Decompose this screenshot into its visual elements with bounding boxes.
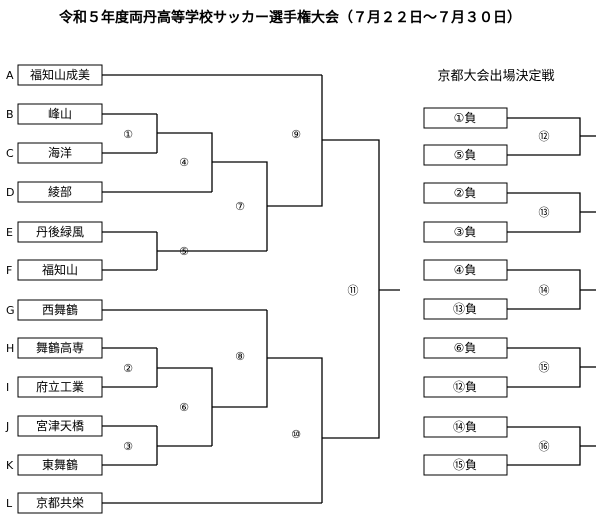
team-letter: K [6,459,14,472]
team-letter: A [6,69,14,82]
team-letter: G [6,304,15,317]
right-bracket-title: 京都大会出場決定戦 [437,69,554,84]
match-number: ② [123,362,133,375]
entry-label: ⑮負 [453,458,477,472]
entry-label: ⑫負 [453,380,477,394]
match-number: ⑬ [539,206,550,219]
left-match-labels: ① ② ③ ④ ⑤ ⑥ ⑦ ⑧ ⑨ ⑩ ⑪ [123,128,358,453]
team-name: 府立工業 [36,379,84,394]
team-letter: C [6,147,14,160]
team-letter: F [6,264,12,277]
entry-label: ⑬負 [453,302,477,316]
team-c: C 海洋 [6,142,103,164]
team-name: 京都共栄 [36,496,84,510]
match-number: ⑨ [291,128,301,141]
right-match-labels: ⑫ ⑬ ⑭ ⑮ ⑯ [539,130,550,453]
team-letter: D [6,186,14,199]
team-d: D 綾部 [6,181,103,203]
match-number: ⑪ [348,284,359,297]
right-entries: ①負 ⑤負 ②負 ③負 ④負 ⑬負 ⑥負 ⑫負 ⑭負 ⑮負 [423,107,508,476]
team-letter: I [6,381,9,394]
entry-label: ⑭負 [453,420,477,434]
match-number: ③ [123,440,133,453]
team-b: B 峰山 [6,103,103,125]
entry-label: ⑥負 [454,341,477,355]
team-letter: H [6,342,14,355]
team-letter: B [6,108,14,121]
team-name: 東舞鶴 [42,457,78,472]
entry-label: ⑤負 [454,148,477,162]
left-bracket-lines [102,74,400,504]
match-number: ⑥ [179,401,189,414]
team-letter: J [5,420,9,433]
match-number: ⑩ [291,428,301,441]
team-g: G 西舞鶴 [6,299,103,321]
team-l: L 京都共栄 [6,492,103,514]
team-name: 峰山 [48,107,72,121]
team-name: 舞鶴高専 [36,340,84,355]
entry-label: ③負 [454,225,477,239]
team-name: 福知山 [42,262,78,277]
match-number: ⑤ [179,245,189,258]
entry-label: ①負 [454,111,477,125]
match-number: ④ [179,156,189,169]
team-name: 宮津天橋 [36,418,84,433]
match-number: ① [123,128,133,141]
team-name: 綾部 [48,184,72,199]
team-letter: L [6,497,13,510]
entry-label: ④負 [454,263,477,277]
team-k: K 東舞鶴 [6,454,103,476]
team-h: H 舞鶴高専 [6,337,103,359]
match-number: ⑦ [235,200,245,213]
right-bracket-lines [507,117,596,466]
team-letter: E [6,226,13,239]
match-number: ⑮ [539,361,550,374]
match-number: ⑭ [539,284,550,297]
team-j: J 宮津天橋 [5,415,103,437]
team-name: 福知山成美 [30,67,90,82]
team-name: 海洋 [48,145,72,160]
team-a: A 福知山成美 [6,64,103,86]
entry-label: ②負 [454,186,477,200]
match-number: ⑫ [539,130,550,143]
match-number: ⑧ [235,350,245,363]
team-name: 丹後緑風 [36,224,84,239]
team-i: I 府立工業 [6,376,103,398]
team-e: E 丹後緑風 [6,221,103,243]
match-number: ⑯ [539,440,550,453]
page-title: 令和５年度両丹高等学校サッカー選手権大会（７月２２日～７月３０日） [58,9,521,26]
team-name: 西舞鶴 [42,302,78,317]
team-f: F 福知山 [6,259,103,281]
